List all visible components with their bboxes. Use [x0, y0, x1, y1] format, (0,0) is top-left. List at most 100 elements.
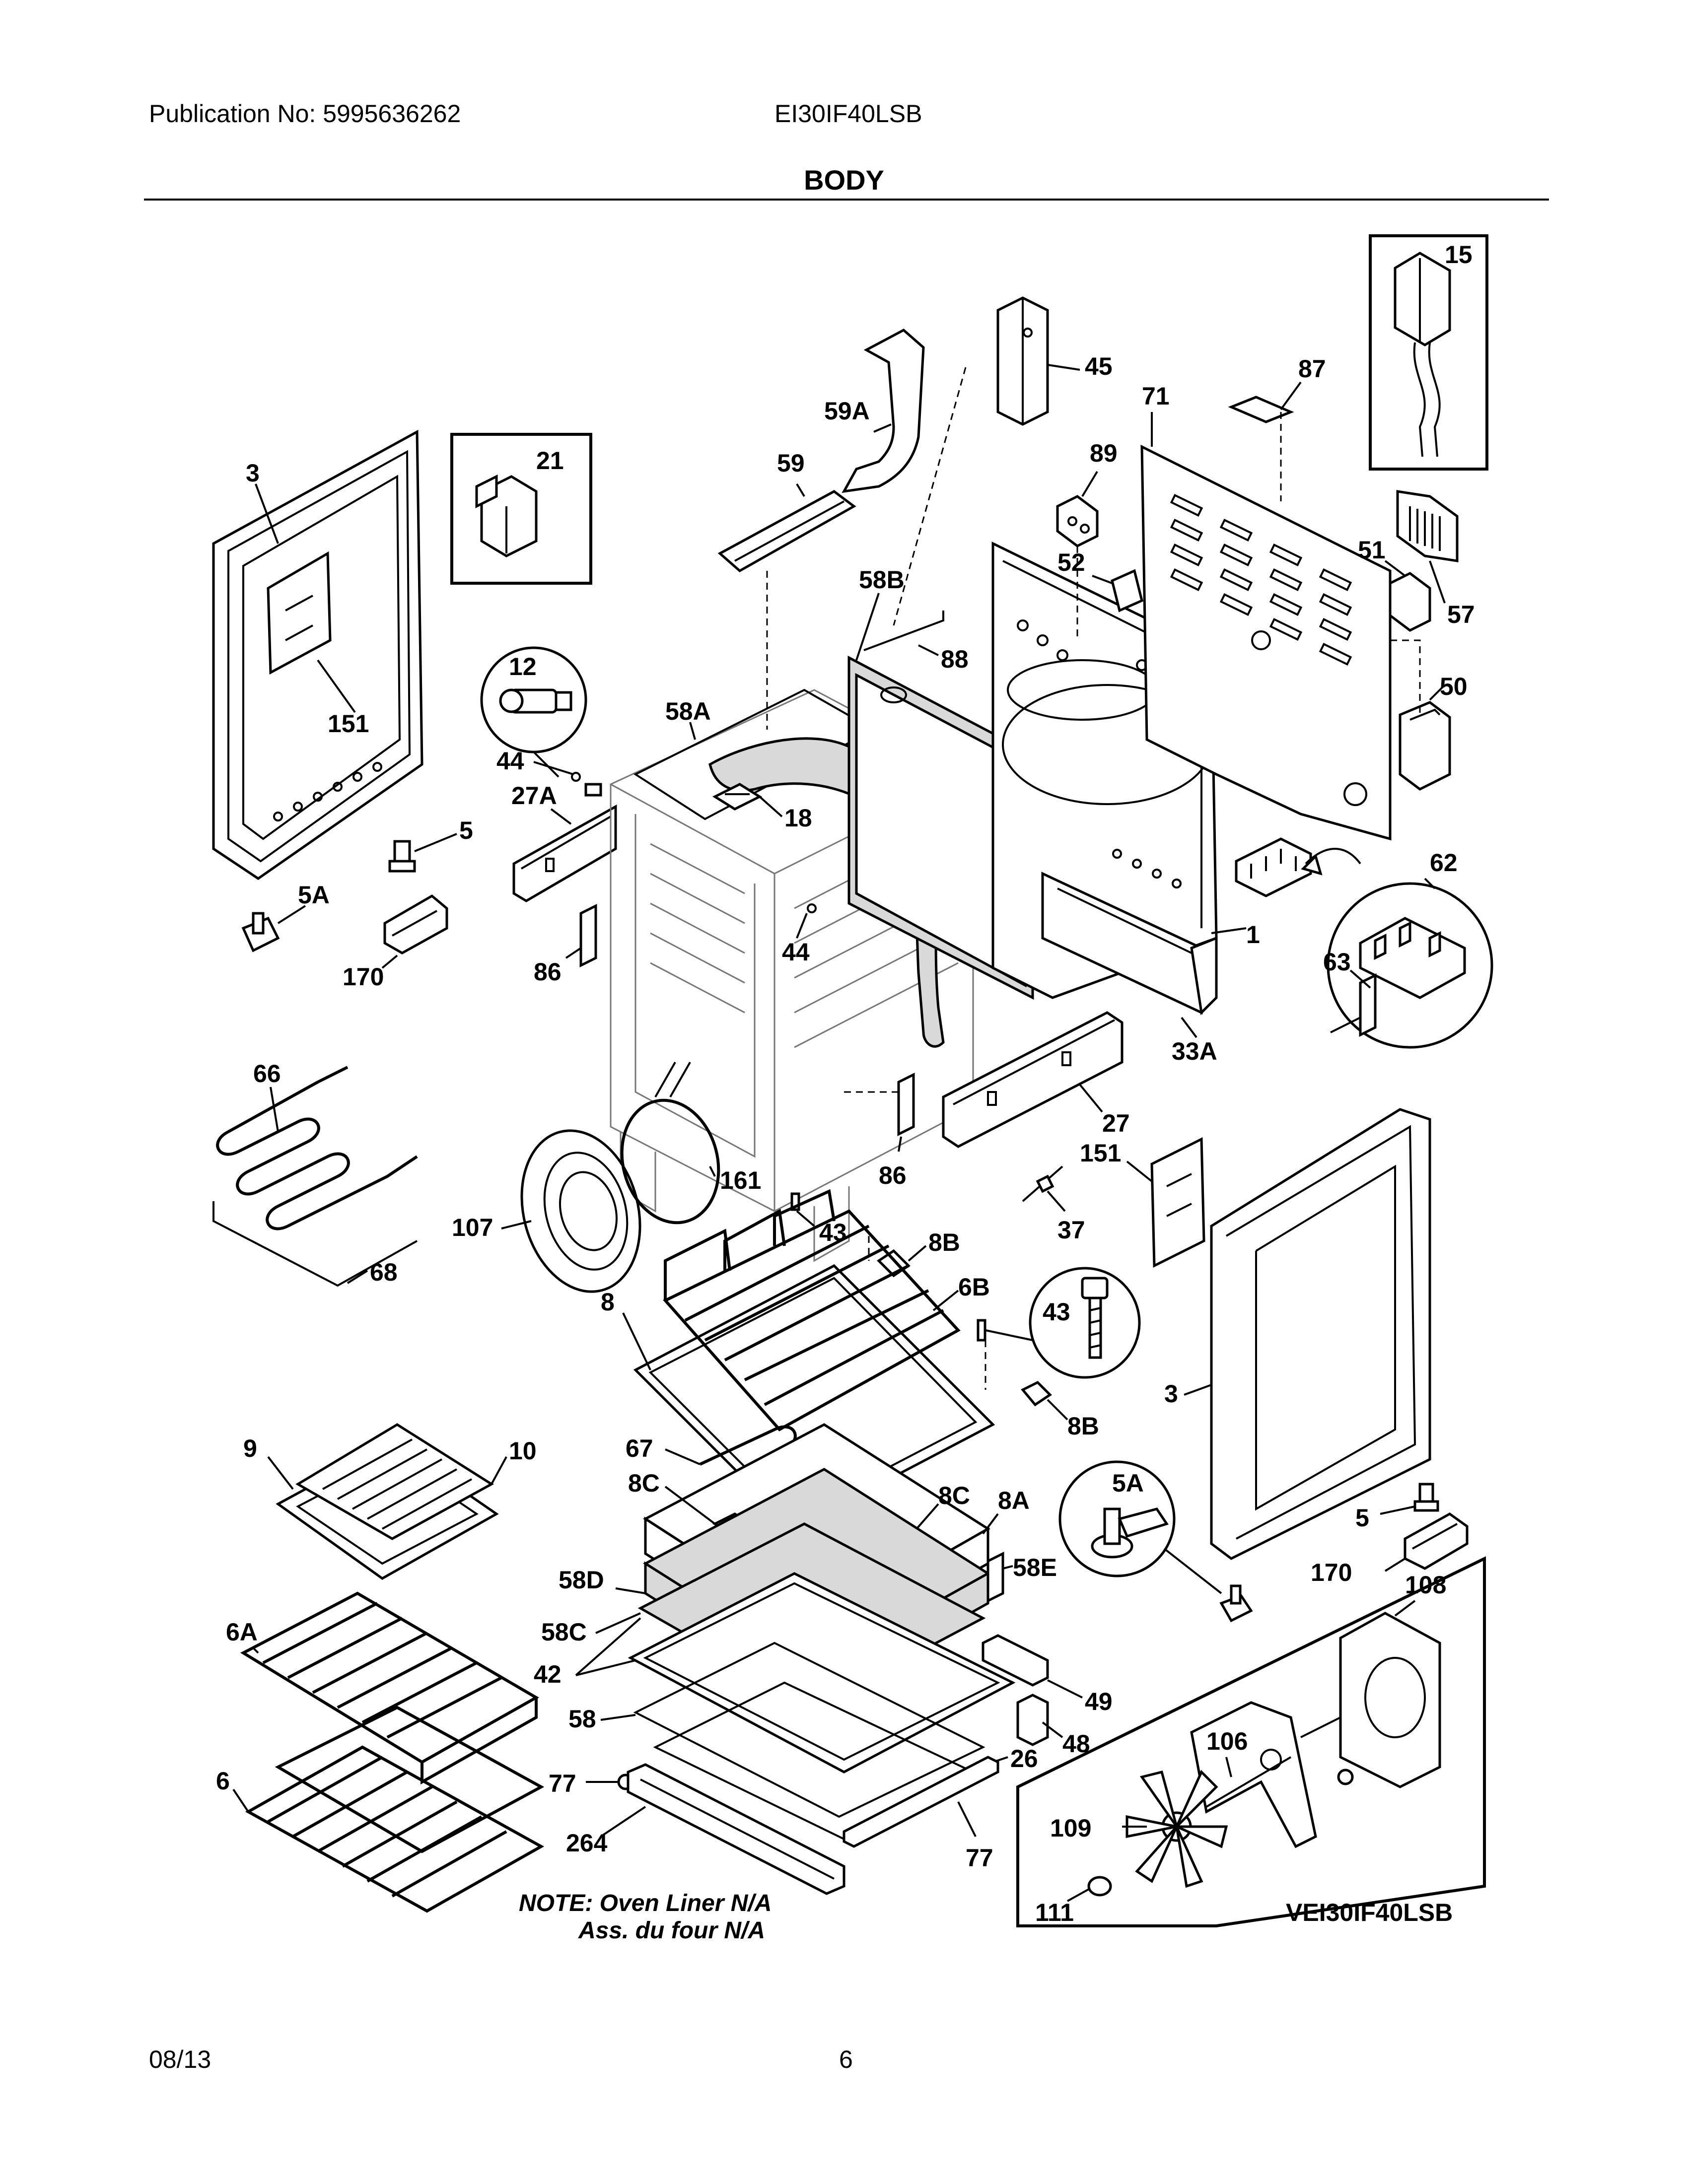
callout-26: 26 — [1010, 1745, 1038, 1773]
callout-77-left: 77 — [549, 1770, 576, 1797]
detail-circle-43 — [1029, 1267, 1141, 1379]
callout-8B-lower: 8B — [1067, 1412, 1099, 1440]
callout-52: 52 — [1057, 548, 1085, 576]
part-58B-rear-insulation — [847, 655, 1034, 1000]
callout-58C: 58C — [541, 1618, 587, 1646]
callout-170-left: 170 — [343, 963, 384, 991]
callout-88: 88 — [941, 645, 969, 673]
part-71-rear-cover — [1140, 444, 1392, 841]
part-5A-leveler-left — [241, 912, 280, 953]
title-rule — [144, 199, 1549, 201]
callout-67: 67 — [626, 1434, 653, 1462]
callout-42: 42 — [534, 1660, 562, 1688]
part-5A-leveler-right — [1219, 1584, 1253, 1623]
part-6A-rack — [240, 1591, 540, 1785]
side-panel-left — [212, 429, 423, 881]
part-6B-rack — [663, 1189, 961, 1432]
callout-87: 87 — [1298, 355, 1326, 383]
part-111-nut — [1087, 1876, 1112, 1897]
callout-161: 161 — [720, 1166, 761, 1194]
inset-model-label: VEI30IF40LSB — [1286, 1899, 1453, 1926]
callout-62: 62 — [1430, 849, 1458, 877]
callout-66: 66 — [253, 1060, 281, 1088]
inset-box-convection-fan — [1016, 1556, 1486, 1927]
callout-44-lower: 44 — [782, 938, 810, 966]
part-62-terminal-block — [1235, 837, 1312, 897]
callout-8: 8 — [601, 1288, 615, 1316]
part-49-rail — [982, 1634, 1049, 1687]
publication-number: Publication No: 5995636262 — [149, 100, 461, 128]
part-57-vent — [1396, 490, 1459, 562]
page-title: BODY — [804, 164, 884, 196]
part-43-screw-detail — [1081, 1277, 1109, 1359]
callout-5A-detail: 5A — [1112, 1469, 1144, 1497]
callout-109: 109 — [1050, 1814, 1091, 1842]
callout-58B: 58B — [859, 566, 905, 594]
callout-5-left: 5 — [459, 817, 473, 844]
callout-37: 37 — [1057, 1216, 1085, 1244]
callout-59A: 59A — [824, 397, 870, 425]
part-21-clip — [475, 474, 538, 557]
callout-49: 49 — [1085, 1688, 1113, 1715]
callout-106: 106 — [1206, 1727, 1248, 1755]
inset-box-21 — [450, 433, 592, 585]
callout-108: 108 — [1405, 1571, 1446, 1599]
side-panel-right — [1210, 1108, 1431, 1560]
callout-111: 111 — [1035, 1899, 1074, 1926]
callout-63: 63 — [1323, 948, 1351, 976]
callout-5-right: 5 — [1355, 1504, 1369, 1532]
callout-58D: 58D — [559, 1566, 604, 1594]
part-48-rail — [1016, 1694, 1049, 1746]
callout-71: 71 — [1142, 382, 1170, 410]
callout-86-left: 86 — [534, 958, 562, 986]
part-50-cover — [1399, 701, 1451, 791]
callout-77-right: 77 — [966, 1844, 993, 1872]
part-5-screw-left — [388, 840, 416, 873]
callout-8C-left: 8C — [628, 1469, 660, 1497]
callout-5A-left: 5A — [298, 881, 330, 909]
callout-58E: 58E — [1013, 1554, 1057, 1581]
part-87-plate — [1228, 396, 1294, 423]
callout-50: 50 — [1440, 673, 1468, 700]
callout-3-left: 3 — [246, 459, 260, 487]
part-86-bracket-right — [897, 1072, 915, 1137]
callout-10: 10 — [509, 1437, 537, 1465]
part-42-panel — [628, 1572, 1016, 1774]
callout-58: 58 — [568, 1705, 596, 1733]
callout-151-right: 151 — [1080, 1139, 1121, 1167]
part-151-bracket-right — [1150, 1137, 1205, 1268]
part-6-rack — [245, 1706, 545, 1913]
callout-6: 6 — [216, 1767, 230, 1795]
part-37-wire — [1022, 1165, 1063, 1202]
callout-86-right: 86 — [879, 1161, 907, 1189]
callout-43-detail: 43 — [1043, 1298, 1070, 1326]
part-12-plug — [499, 688, 572, 714]
part-58E-bracket — [986, 1551, 1004, 1603]
callout-6A: 6A — [226, 1618, 258, 1646]
callout-151-left: 151 — [328, 710, 369, 738]
callout-1: 1 — [1246, 921, 1260, 949]
model-number: EI30IF40LSB — [774, 100, 922, 128]
part-8B-clip-lower — [1021, 1380, 1052, 1407]
note-line-1: NOTE: Oven Liner N/A — [519, 1890, 772, 1916]
callout-170-right: 170 — [1311, 1559, 1352, 1586]
callout-3-right: 3 — [1164, 1380, 1178, 1408]
part-161-gasket — [620, 1062, 720, 1225]
inset-box-15 — [1369, 234, 1488, 471]
callout-8C-right: 8C — [938, 1482, 970, 1509]
part-58-liner — [633, 1641, 985, 1818]
callout-6B: 6B — [958, 1273, 990, 1301]
callout-264: 264 — [566, 1829, 608, 1857]
part-27A-bracket — [512, 804, 617, 902]
part-170-bracket-right — [1404, 1512, 1469, 1570]
part-51-bracket — [1389, 572, 1431, 632]
part-68-shield — [212, 1201, 418, 1287]
callout-44-upper: 44 — [496, 747, 524, 775]
part-5-screw-right — [1413, 1483, 1439, 1512]
part-66-broil-element — [216, 1066, 418, 1230]
callout-45: 45 — [1085, 352, 1113, 380]
part-264-frame — [627, 1763, 845, 1895]
part-62-detail — [1330, 917, 1466, 1037]
note-line-2: Ass. du four N/A — [578, 1917, 765, 1944]
